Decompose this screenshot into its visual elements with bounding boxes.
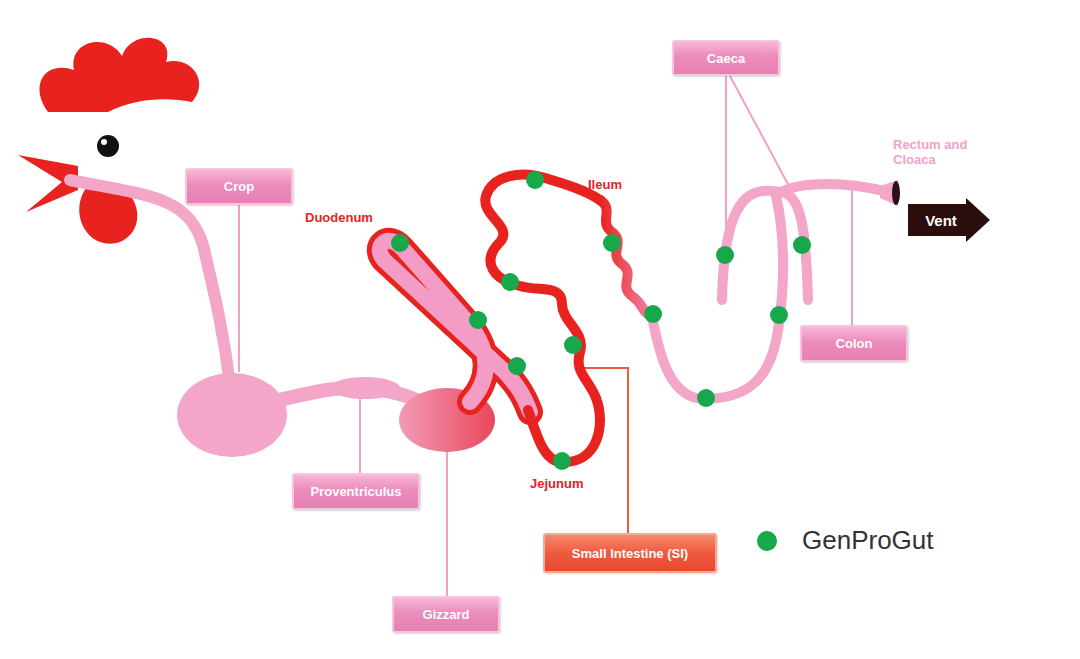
organ-label-box: Caeca — [672, 40, 780, 76]
sampling-dot — [793, 236, 811, 254]
vent-arrow: Vent — [908, 198, 990, 242]
part-label: Duodenum — [305, 210, 395, 225]
oesophagus — [70, 180, 230, 385]
sampling-dot — [469, 311, 487, 329]
duodenum-organ — [380, 241, 530, 412]
sampling-dot — [644, 305, 662, 323]
jejunum-organ — [485, 175, 600, 463]
leader-line — [446, 450, 448, 596]
organ-label-box: Proventriculus — [292, 473, 420, 510]
sampling-dot — [526, 171, 544, 189]
box-text: Small Intestine (SI) — [572, 546, 688, 561]
ileum-organ — [600, 200, 652, 316]
duodenum-outline — [380, 241, 530, 412]
organ-label-box: Crop — [185, 168, 293, 205]
sampling-dot — [564, 336, 582, 354]
sampling-dot — [553, 452, 571, 470]
sampling-dot — [770, 306, 788, 324]
sampling-dot — [508, 357, 526, 375]
sampling-dot — [697, 389, 715, 407]
proventriculus-organ — [330, 377, 400, 399]
part-label: Jejunum — [530, 476, 610, 491]
organ-label-box: Gizzard — [392, 596, 500, 633]
part-label: Rectum and Cloaca — [893, 137, 973, 167]
eye-highlight — [101, 139, 107, 145]
crop-organ — [177, 373, 287, 457]
box-text: Vent — [925, 212, 957, 229]
sampling-dot — [501, 273, 519, 291]
box-text: Proventriculus — [310, 484, 401, 499]
part-label: Ileum — [588, 177, 648, 192]
sampling-dot — [603, 234, 621, 252]
leader-line — [359, 392, 361, 473]
arrow-shape — [908, 198, 990, 242]
box-text: Gizzard — [423, 607, 470, 622]
section-label-box: Small Intestine (SI) — [543, 533, 717, 573]
box-text: Caeca — [707, 51, 745, 66]
leader-line — [238, 205, 240, 372]
legend-swatch — [757, 531, 777, 551]
sampling-dots — [391, 171, 811, 470]
organ-label-box: Colon — [800, 325, 908, 362]
vent-opening — [892, 181, 900, 205]
comb — [40, 38, 200, 112]
colon-organ — [652, 184, 888, 399]
legend-text: GenProGut — [802, 525, 934, 556]
sampling-dot — [391, 234, 409, 252]
leader-line — [730, 76, 790, 188]
eye — [97, 135, 119, 157]
leader-line — [725, 76, 727, 232]
box-text: Colon — [836, 336, 873, 351]
leader-line — [851, 190, 853, 325]
box-text: Crop — [224, 179, 254, 194]
caecum-organ — [722, 191, 778, 300]
sampling-dot — [716, 246, 734, 264]
